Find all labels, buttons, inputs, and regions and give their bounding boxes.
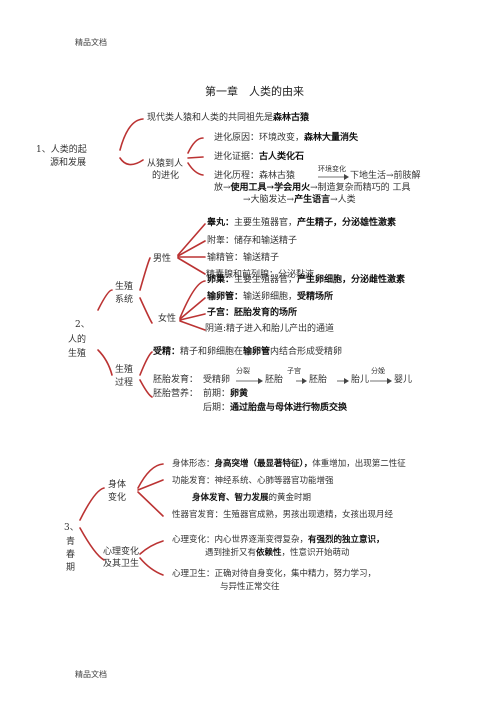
branch-line [137, 491, 164, 517]
section1-label-2: 源和发展 [50, 158, 87, 168]
branch-line [79, 527, 105, 561]
epididymis: 附睾：储存和输送精子 [207, 236, 298, 246]
branch-line [177, 240, 206, 257]
branch-line [97, 349, 113, 376]
sex-organ-development: 性器官发育：生殖器官成熟，男孩出现遗精，女孩出现月经 [172, 510, 394, 520]
embryo-2: 胚胎 [309, 375, 328, 385]
branch-line [137, 479, 164, 491]
testis: 睾丸：主要生殖器官，产生精子，分泌雄性激素 [207, 218, 397, 228]
male-label: 男性 [153, 254, 172, 264]
evolution-reason: 进化原因：环境改变，森林大量消失 [214, 133, 359, 143]
branch-line [179, 320, 206, 331]
section3-label-2: 青 [66, 537, 76, 547]
body-change-label-2: 变化 [108, 493, 127, 503]
process-label: 生殖 [115, 365, 134, 375]
golden-period: 身体发育、智力发展的黄金时期 [192, 493, 312, 503]
footer-label: 精品文档 [75, 670, 107, 679]
branch-line [139, 540, 164, 555]
branch-line [139, 297, 153, 324]
evolution-label-2: 的进化 [152, 171, 180, 181]
branch-line [97, 289, 113, 311]
environment-change-label: 环境变化 [318, 165, 346, 173]
female-label: 女性 [158, 314, 177, 324]
evolution-process-4: →大脑发达→产生语言→人类 [243, 195, 356, 205]
branch-line [179, 313, 206, 321]
function-development: 功能发育：神经系统、心肺等器官功能增强 [172, 476, 334, 486]
psych-hygiene-2: 与异性正常交往 [220, 582, 280, 592]
psych-label: 心理变化 [103, 547, 140, 557]
branch-line [177, 257, 206, 275]
embryo: 胚胎 [265, 375, 284, 385]
glands: 精囊腺和前列腺：分泌黏液 [206, 270, 315, 280]
branch-line [187, 162, 204, 176]
psych-hygiene: 心理卫生：正确对待自身变化，集中精力，努力学习， [172, 569, 377, 579]
branch-line [119, 118, 144, 151]
embryo-development: 胚胎发育： [153, 375, 199, 385]
psych-label-2: 及其卫生 [103, 559, 140, 569]
branch-line [139, 351, 153, 376]
evolution-evidence: 进化证据：古人类化石 [214, 152, 305, 162]
ovary: 卵巢：主要生殖器官，产生卵细胞，分泌雌性激素 [207, 275, 406, 285]
uterus: 子宫：胚胎发育的场所 [207, 308, 298, 318]
section3-label-3: 春 [66, 550, 76, 560]
evolution-process-2: 下地生活→前肢解 [350, 171, 421, 181]
uterus-word: 子宫 [287, 367, 301, 375]
fertilization: 受精：精子和卵细胞在输卵管内结合形成受精卵 [153, 347, 343, 357]
section2-label-3: 生殖 [68, 349, 87, 359]
evolution-label: 从猿到人 [147, 159, 184, 169]
branch-line [139, 557, 164, 576]
process-label-2: 过程 [115, 378, 134, 388]
delivery-label: 分娩 [371, 367, 385, 375]
split-label: 分裂 [236, 367, 250, 375]
system-label: 生殖 [115, 282, 134, 292]
vagina: 阴道:精子进入和胎儿产出的通道 [205, 324, 335, 334]
section3-label: 3、 [64, 523, 79, 533]
common-ancestor: 现代类人猿和人类的共同祖先是森林古猿 [147, 113, 310, 123]
psych-change: 心理变化：内心世界逐渐变得复杂，有强烈的独立意识， [172, 535, 385, 545]
evolution-process: 进化历程：森林古猿 [214, 171, 296, 181]
oviduct: 输卵管：输送卵细胞，受精场所 [207, 292, 334, 302]
embryo-nutrition: 胚胎营养： [153, 389, 199, 399]
branch-line [179, 297, 206, 320]
baby: 婴儿 [394, 375, 413, 385]
branch-line [139, 257, 151, 291]
vas-deferens: 输精管：输送精子 [207, 253, 280, 263]
nutrition-early: 前期：卵黄 [203, 389, 249, 399]
nutrition-later: 后期：通过胎盘与母体进行物质交换 [203, 403, 348, 413]
zygote: 受精卵 [203, 375, 231, 385]
body-change-label: 身体 [108, 480, 127, 490]
body-shape: 身体形态：身高突增（最显著特征），体重增加，出现第二性征 [172, 459, 406, 469]
branch-line [119, 157, 144, 166]
section2-label-2: 人的 [68, 335, 87, 345]
fetus: 胎儿 [351, 375, 370, 385]
branch-line [79, 487, 105, 521]
evolution-process-3: 放→使用工具→学会用火→制造复杂而精巧的 工具 [214, 183, 411, 193]
page-title: 第一章 人类的由来 [205, 85, 304, 98]
section3-label-4: 期 [66, 563, 76, 573]
section2-label: 2、 [75, 320, 90, 330]
branch-line [177, 223, 206, 256]
branch-line [137, 463, 164, 489]
section1-label: 1、人类的起 [36, 145, 87, 155]
header-label: 精品文档 [75, 38, 107, 47]
system-label-2: 系统 [115, 295, 134, 305]
branch-line [187, 156, 204, 159]
psych-change-2: 遇到挫折又有依赖性，性意识开始萌动 [205, 548, 350, 558]
branch-line [139, 379, 153, 398]
branch-line [179, 280, 206, 319]
branch-line [187, 137, 204, 154]
